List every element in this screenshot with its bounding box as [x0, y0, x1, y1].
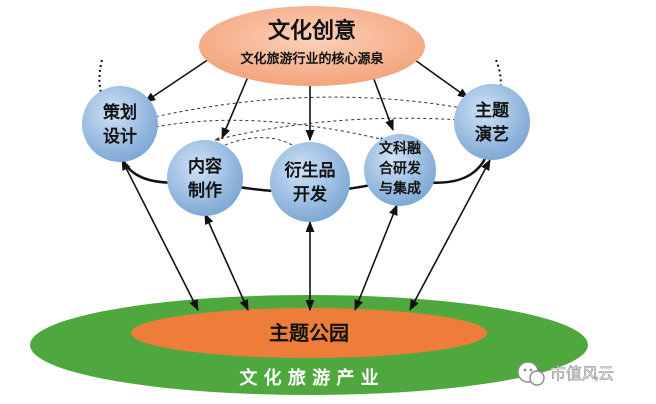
dashed-arc-2: [149, 119, 386, 141]
node-tech-line3: 与集成: [379, 180, 421, 197]
node-show-line2: 演艺: [475, 124, 509, 145]
node-derive-line2: 开发: [293, 184, 328, 205]
node-content-line2: 制作: [188, 180, 222, 201]
watermark-text: 市值风云: [550, 364, 614, 383]
node-content-line1: 内容: [188, 156, 222, 177]
arrow-top-tech: [371, 73, 394, 132]
arrow-show-park: [409, 159, 491, 311]
arrow-content-park: [204, 212, 249, 312]
arrow-top-content: [221, 71, 251, 140]
node-tech-line2: 合研发: [379, 160, 422, 177]
park-label: 主题公园: [269, 321, 349, 345]
dashed-arc-4: [224, 137, 301, 151]
top-ellipse: [199, 6, 425, 86]
dashed-arc-1: [149, 96, 463, 119]
wechat-icon: [517, 361, 545, 386]
node-derive-line1: 衍生品: [285, 160, 336, 181]
arrow-top-design: [144, 54, 216, 103]
node-show: 主题 演艺: [454, 84, 530, 160]
dotted-arc-right: [495, 59, 502, 101]
node-design: 策划 设计: [82, 86, 158, 162]
arrow-tech-park: [354, 203, 398, 312]
dashed-arc-3: [214, 117, 463, 141]
node-tech-line1: 文科融: [379, 140, 421, 157]
arrow-top-show: [407, 54, 469, 99]
industry-label: 文 化 旅 游 产 业: [239, 367, 378, 389]
node-design-line2: 设计: [103, 126, 137, 147]
node-content: 内容 制作: [167, 140, 243, 216]
arrow-design-park: [121, 159, 199, 311]
top-title: 文化创意: [268, 18, 356, 44]
node-design-line1: 策划: [103, 102, 137, 123]
node-derive: 衍生品 开发: [270, 142, 350, 222]
park-ellipse: [131, 308, 487, 358]
top-subtitle: 文化旅游行业的核心源泉: [240, 51, 384, 67]
node-tech: 文科融 合研发 与集成: [364, 134, 436, 206]
node-show-line1: 主题: [475, 100, 510, 121]
